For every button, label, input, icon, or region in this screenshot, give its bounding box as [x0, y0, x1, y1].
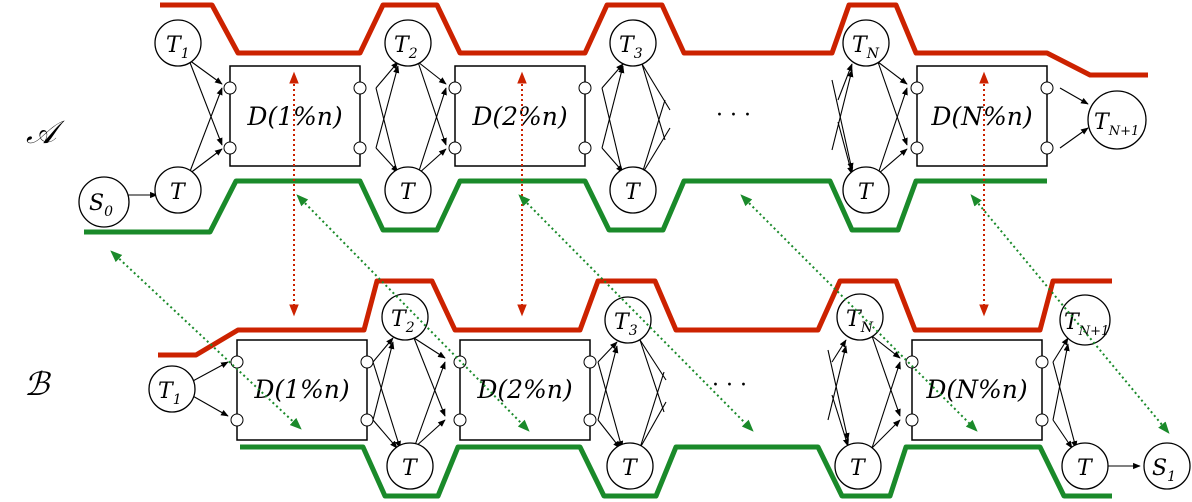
svg-text:T3: T3	[619, 33, 643, 62]
row-label-a: 𝒜	[26, 113, 65, 151]
row-label-b: ℬ	[24, 365, 52, 403]
svg-text:T: T	[850, 456, 867, 481]
box-dn-b-label: D(N%n)	[925, 375, 1027, 404]
node-s0: S0	[78, 176, 130, 228]
node-tn-b: TN	[836, 293, 884, 341]
row-a-red-boundary	[160, 2, 1148, 78]
box-d2-b: D(2%n)	[453, 339, 597, 441]
node-t-a3: T	[609, 166, 657, 214]
svg-text:TN: TN	[852, 33, 880, 62]
svg-text:T: T	[858, 180, 875, 205]
box-d1-b-label: D(1%n)	[253, 375, 349, 404]
svg-text:T: T	[400, 180, 417, 205]
svg-text:T: T	[402, 456, 419, 481]
node-t-b1: T	[386, 442, 434, 490]
node-t-a1: T	[154, 166, 202, 214]
box-dn-a: D(N%n)	[910, 65, 1054, 167]
ellipsis-b: · · ·	[712, 373, 747, 398]
node-t-b4: T	[1061, 442, 1109, 490]
svg-text:TN+1: TN+1	[1094, 110, 1139, 139]
node-tn-a: TN	[842, 19, 890, 67]
node-t-b3: T	[834, 442, 882, 490]
svg-text:S1: S1	[1152, 456, 1176, 485]
node-t2-a: T2	[384, 19, 432, 67]
row-a-edges	[128, 59, 1089, 199]
node-t2-b: T2	[381, 293, 429, 341]
node-tn1-b: TN+1	[1059, 294, 1111, 346]
node-t-b2: T	[606, 442, 654, 490]
node-t-a2: T	[384, 166, 432, 214]
node-s1: S1	[1143, 442, 1191, 490]
green-correspondences	[110, 194, 1170, 434]
box-d1-a-label: D(1%n)	[246, 102, 342, 131]
row-a-green-boundary	[84, 178, 1047, 235]
svg-text:T: T	[1077, 456, 1094, 481]
row-b-green-boundary	[240, 444, 1112, 499]
svg-text:T: T	[625, 180, 642, 205]
node-t3-a: T3	[609, 19, 657, 67]
box-d2-b-label: D(2%n)	[476, 375, 572, 404]
node-t1-b: T1	[148, 365, 196, 413]
box-dn-a-label: D(N%n)	[930, 102, 1032, 131]
svg-text:T1: T1	[166, 33, 190, 62]
box-d2-a: D(2%n)	[448, 65, 592, 167]
box-d2-a-label: D(2%n)	[471, 102, 567, 131]
ellipsis-a: · · ·	[716, 103, 751, 128]
svg-text:T: T	[170, 180, 187, 205]
svg-text:T: T	[622, 456, 639, 481]
box-dn-b: D(N%n)	[905, 339, 1049, 441]
svg-text:T2: T2	[394, 33, 418, 62]
box-d1-b: D(1%n)	[230, 339, 374, 441]
svg-text:S0: S0	[89, 191, 113, 220]
node-t1-a: T1	[154, 19, 202, 67]
node-t-a4: T	[842, 166, 890, 214]
node-tn1-a: TN+1	[1087, 90, 1147, 150]
